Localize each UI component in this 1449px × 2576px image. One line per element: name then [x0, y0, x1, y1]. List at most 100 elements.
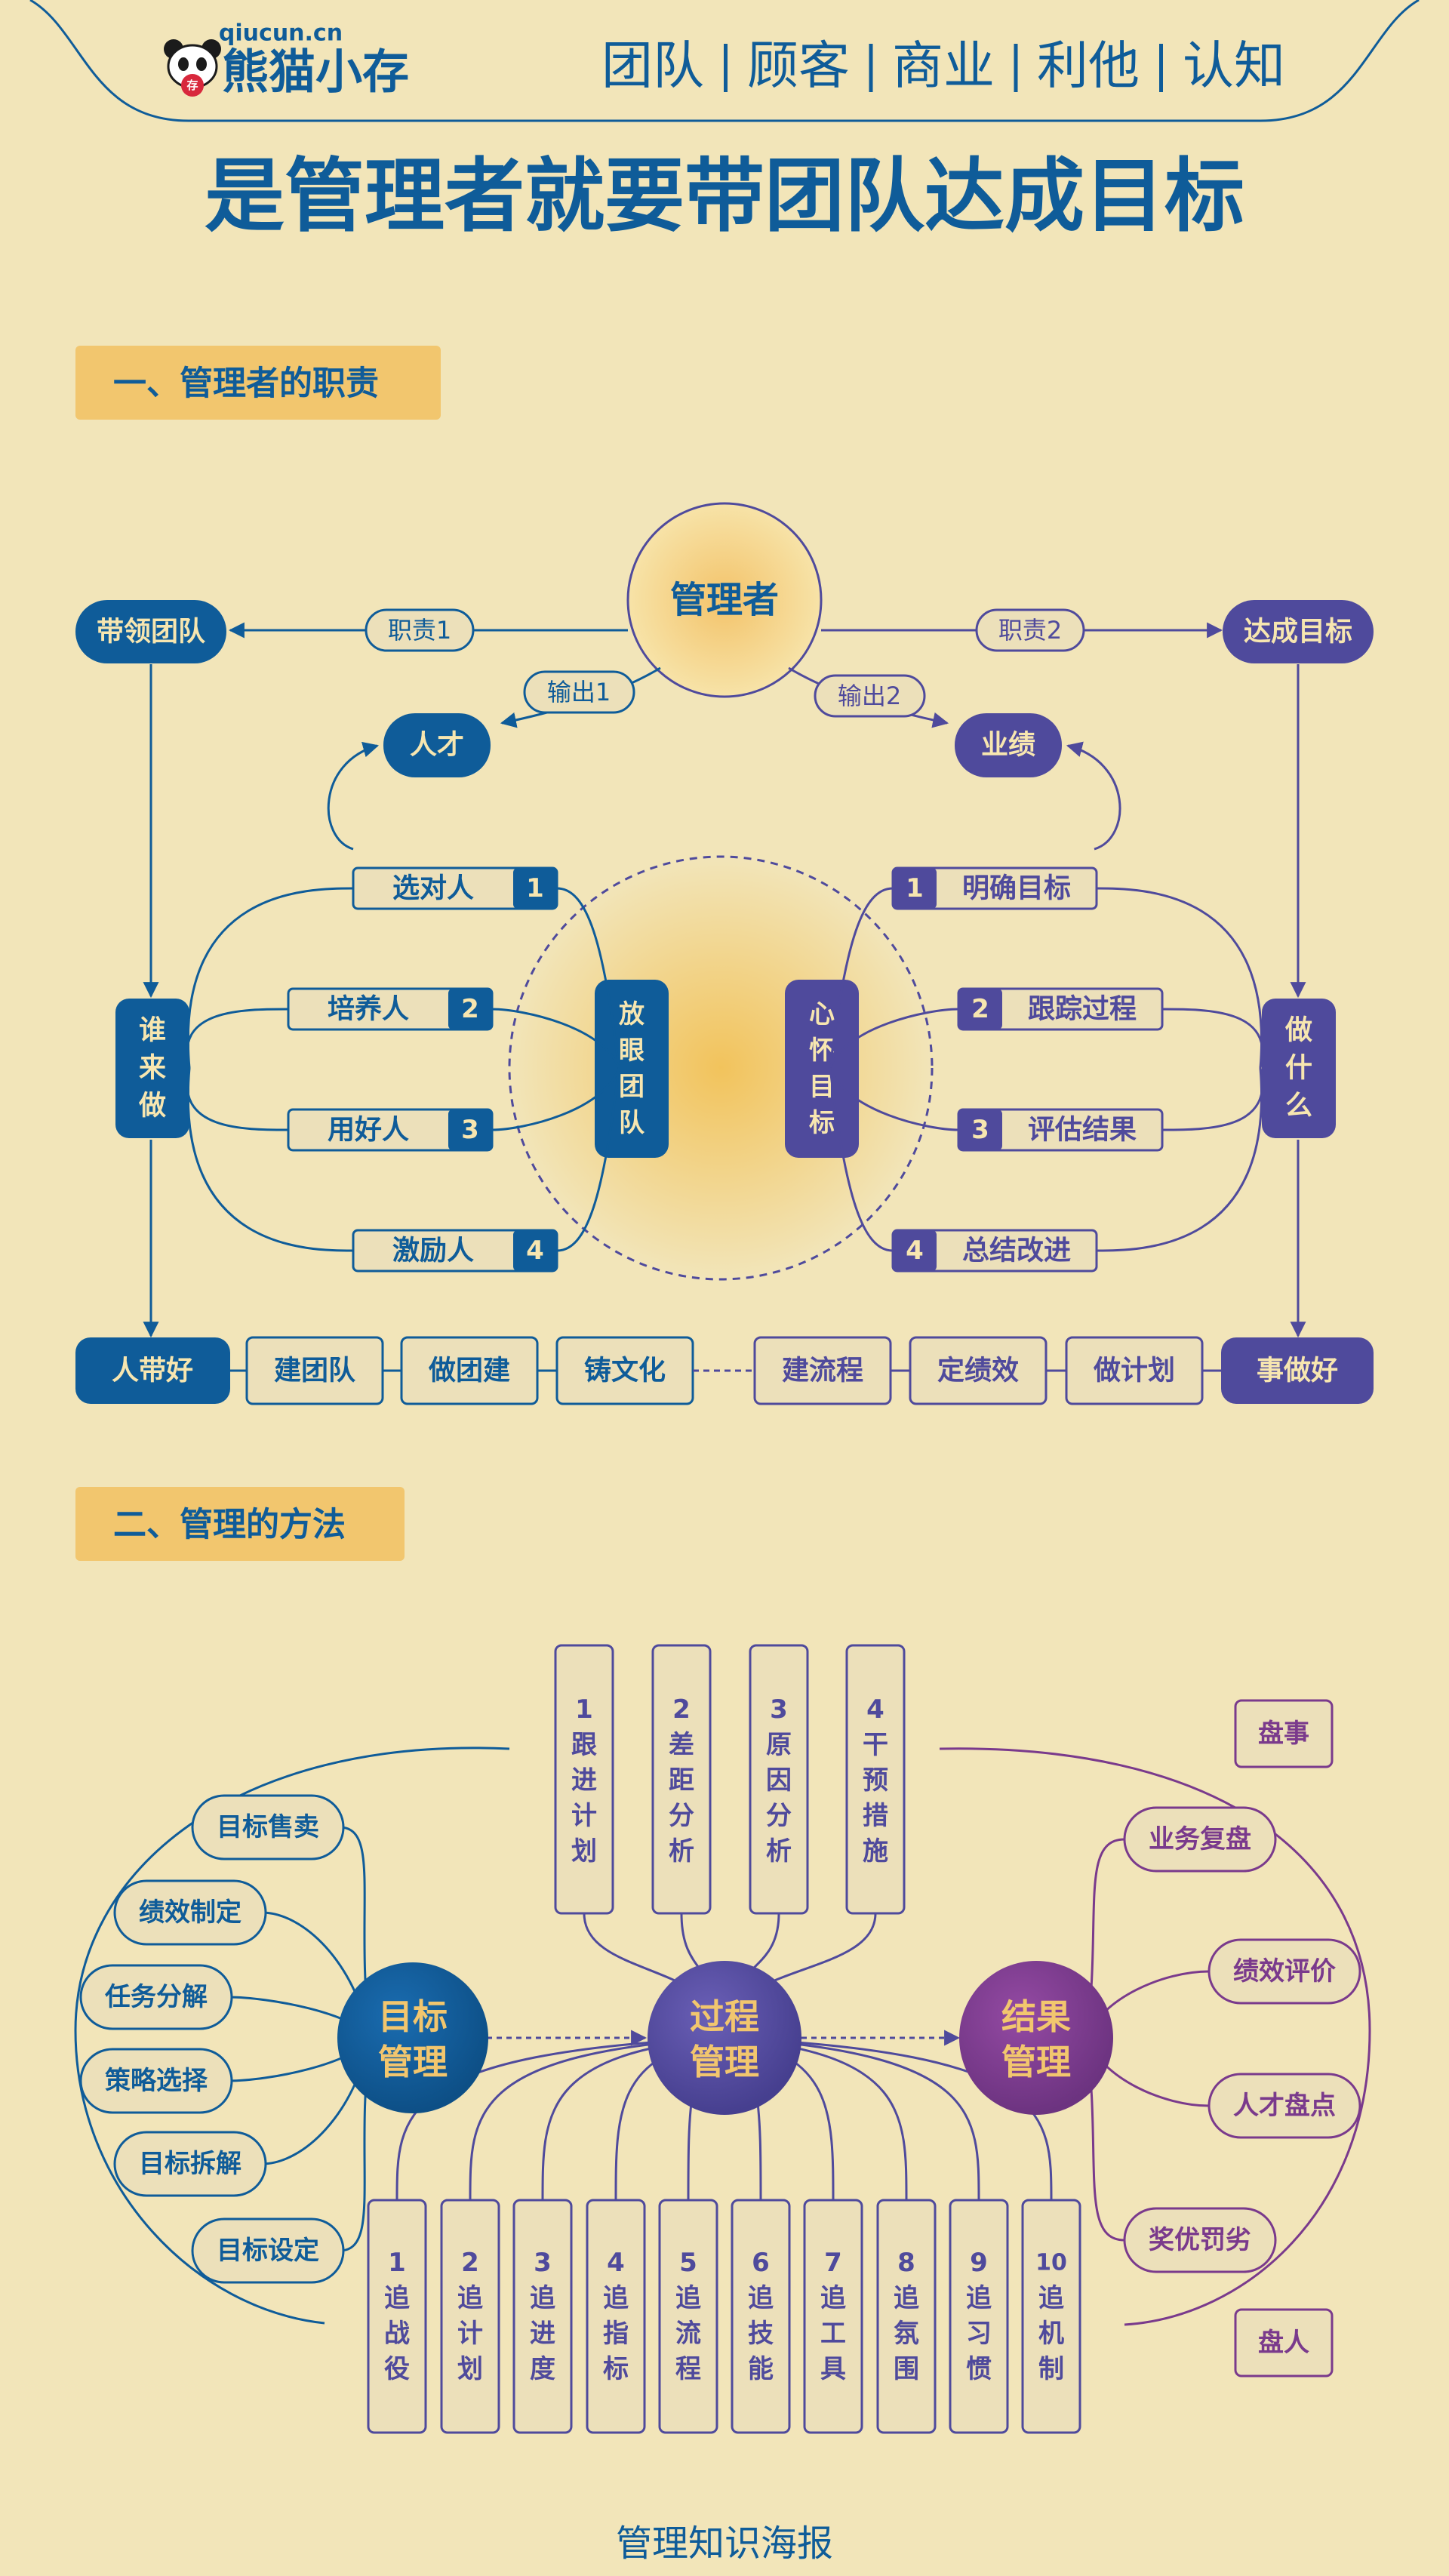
performance-loop	[1066, 741, 1121, 851]
goal-item-label: 目标设定	[217, 2236, 319, 2266]
goal-step-num: 4	[906, 1236, 924, 1266]
manager-circle	[626, 502, 823, 698]
section1-heading: 一、管理者的职责	[113, 365, 379, 403]
brand-name: 熊猫小存	[222, 45, 409, 100]
focus-goal-pill	[785, 980, 859, 1158]
top-card-char: 跟	[571, 1730, 597, 1760]
goal-step-num-box	[893, 1230, 937, 1271]
goal-item-label: 任务分解	[105, 1982, 208, 2012]
process-mgmt-label: 管理	[690, 2042, 759, 2082]
nav-item-4[interactable]: 认知	[1183, 37, 1285, 97]
people-step-num: 4	[526, 1236, 544, 1266]
bottom-item-label: 定绩效	[937, 1356, 1019, 1386]
goal-outer-arc	[74, 1747, 510, 2325]
duty1-label: 职责1	[388, 616, 451, 645]
panda-logo-icon	[164, 39, 221, 97]
lead-team-label: 带领团队	[97, 617, 206, 648]
performance-pill	[955, 713, 1062, 777]
goal-item-label: 绩效制定	[139, 1897, 242, 1928]
team-branch	[491, 1067, 620, 1131]
goal-item-pill	[79, 2048, 233, 2114]
goal-item-label: 目标拆解	[139, 2149, 242, 2179]
team-branch	[556, 887, 620, 1069]
bottom-left-pill	[75, 1337, 230, 1404]
result-item-pill	[1208, 2073, 1361, 2139]
goal-item-pill	[79, 1964, 233, 2030]
nav-item-1[interactable]: 顾客	[747, 37, 850, 97]
goal-step-num-box	[958, 989, 1002, 1029]
duty2-pill	[975, 608, 1085, 652]
result-item-label: 绩效评价	[1233, 1956, 1336, 1987]
top-card-char: 2	[672, 1694, 691, 1725]
who-branch	[186, 887, 354, 1069]
focus-team-char: 队	[619, 1108, 645, 1138]
nav-item-0[interactable]: 团队	[601, 37, 704, 97]
bottom-card-num: 1	[388, 2248, 406, 2278]
achieve-goal-pill	[1223, 600, 1374, 663]
top-card-char: 4	[866, 1694, 884, 1725]
bottom-card-num: 2	[461, 2248, 479, 2278]
top-card-char: 距	[669, 1765, 694, 1796]
goal-step-label: 跟踪过程	[1028, 994, 1137, 1025]
top-card	[554, 1644, 614, 1915]
bottom-card-char: 追	[894, 2283, 919, 2313]
output2-pill	[814, 674, 926, 718]
result-item-pill	[1123, 2207, 1277, 2273]
nav-item-3[interactable]: 利他	[1037, 37, 1140, 97]
what-branch	[1161, 1067, 1264, 1131]
logo-glyph: 存	[186, 78, 198, 92]
what-char: 什	[1285, 1053, 1312, 1084]
bottom-card-branch	[724, 2036, 980, 2201]
bottom-card-num: 10	[1035, 2250, 1067, 2276]
people-step-num: 3	[461, 1115, 479, 1145]
pan-ren-label: 盘人	[1258, 2328, 1309, 2358]
bottom-card	[1021, 2199, 1081, 2434]
people-step-label: 培养人	[328, 993, 409, 1025]
focus-team-char: 团	[619, 1072, 645, 1102]
top-card-char: 因	[766, 1765, 792, 1796]
bottom-card-char: 标	[603, 2354, 629, 2384]
goal-step-num-box	[893, 868, 937, 909]
bottom-card-char: 追	[530, 2283, 555, 2313]
result-item-pill	[1123, 1806, 1277, 1873]
top-card-char: 计	[571, 1801, 597, 1831]
section2-heading-bg	[75, 1487, 405, 1561]
bottom-card-char: 度	[530, 2354, 555, 2384]
bottom-card-num: 4	[607, 2248, 625, 2278]
goal-step-label: 总结改进	[962, 1236, 1071, 1266]
bottom-card-char: 追	[966, 2283, 992, 2313]
people-step-label: 选对人	[392, 873, 474, 904]
what-char: 么	[1285, 1091, 1312, 1122]
bottom-card-char: 能	[748, 2354, 774, 2384]
top-card-char: 进	[571, 1765, 597, 1796]
people-step-label: 用好人	[328, 1115, 409, 1146]
goal-item-pill	[191, 1794, 345, 1860]
goal-step-num: 2	[971, 994, 989, 1024]
people-step-num-box	[448, 989, 492, 1029]
result-mgmt-label: 结果	[1001, 1996, 1071, 2037]
top-card-char: 措	[863, 1801, 888, 1831]
performance-label: 业绩	[981, 730, 1035, 761]
talent-pill	[383, 713, 491, 777]
result-item-pill	[1208, 1938, 1361, 2005]
bottom-card-char: 战	[384, 2319, 410, 2349]
goal-step-label: 明确目标	[962, 873, 1071, 904]
goal-item-label: 策略选择	[105, 2066, 208, 2096]
nav-item-2[interactable]: 商业	[892, 37, 995, 97]
bottom-right-pill	[1221, 1337, 1374, 1404]
people-step-num: 2	[461, 994, 479, 1024]
bottom-card-branch	[469, 2036, 725, 2201]
bottom-card	[876, 2199, 937, 2434]
bottom-card-char: 役	[384, 2354, 410, 2384]
result-item-label: 奖优罚劣	[1149, 2225, 1251, 2255]
bottom-card-char: 制	[1038, 2354, 1064, 2384]
bottom-card-char: 追	[457, 2283, 483, 2313]
bottom-item-label: 做计划	[1093, 1356, 1175, 1386]
bottom-card-char: 划	[457, 2354, 483, 2384]
bottom-card-num: 6	[752, 2248, 770, 2278]
goal-step-num-box	[958, 1109, 1002, 1150]
people-step-num-box	[513, 868, 557, 909]
result-item-label: 业务复盘	[1149, 1824, 1251, 1854]
